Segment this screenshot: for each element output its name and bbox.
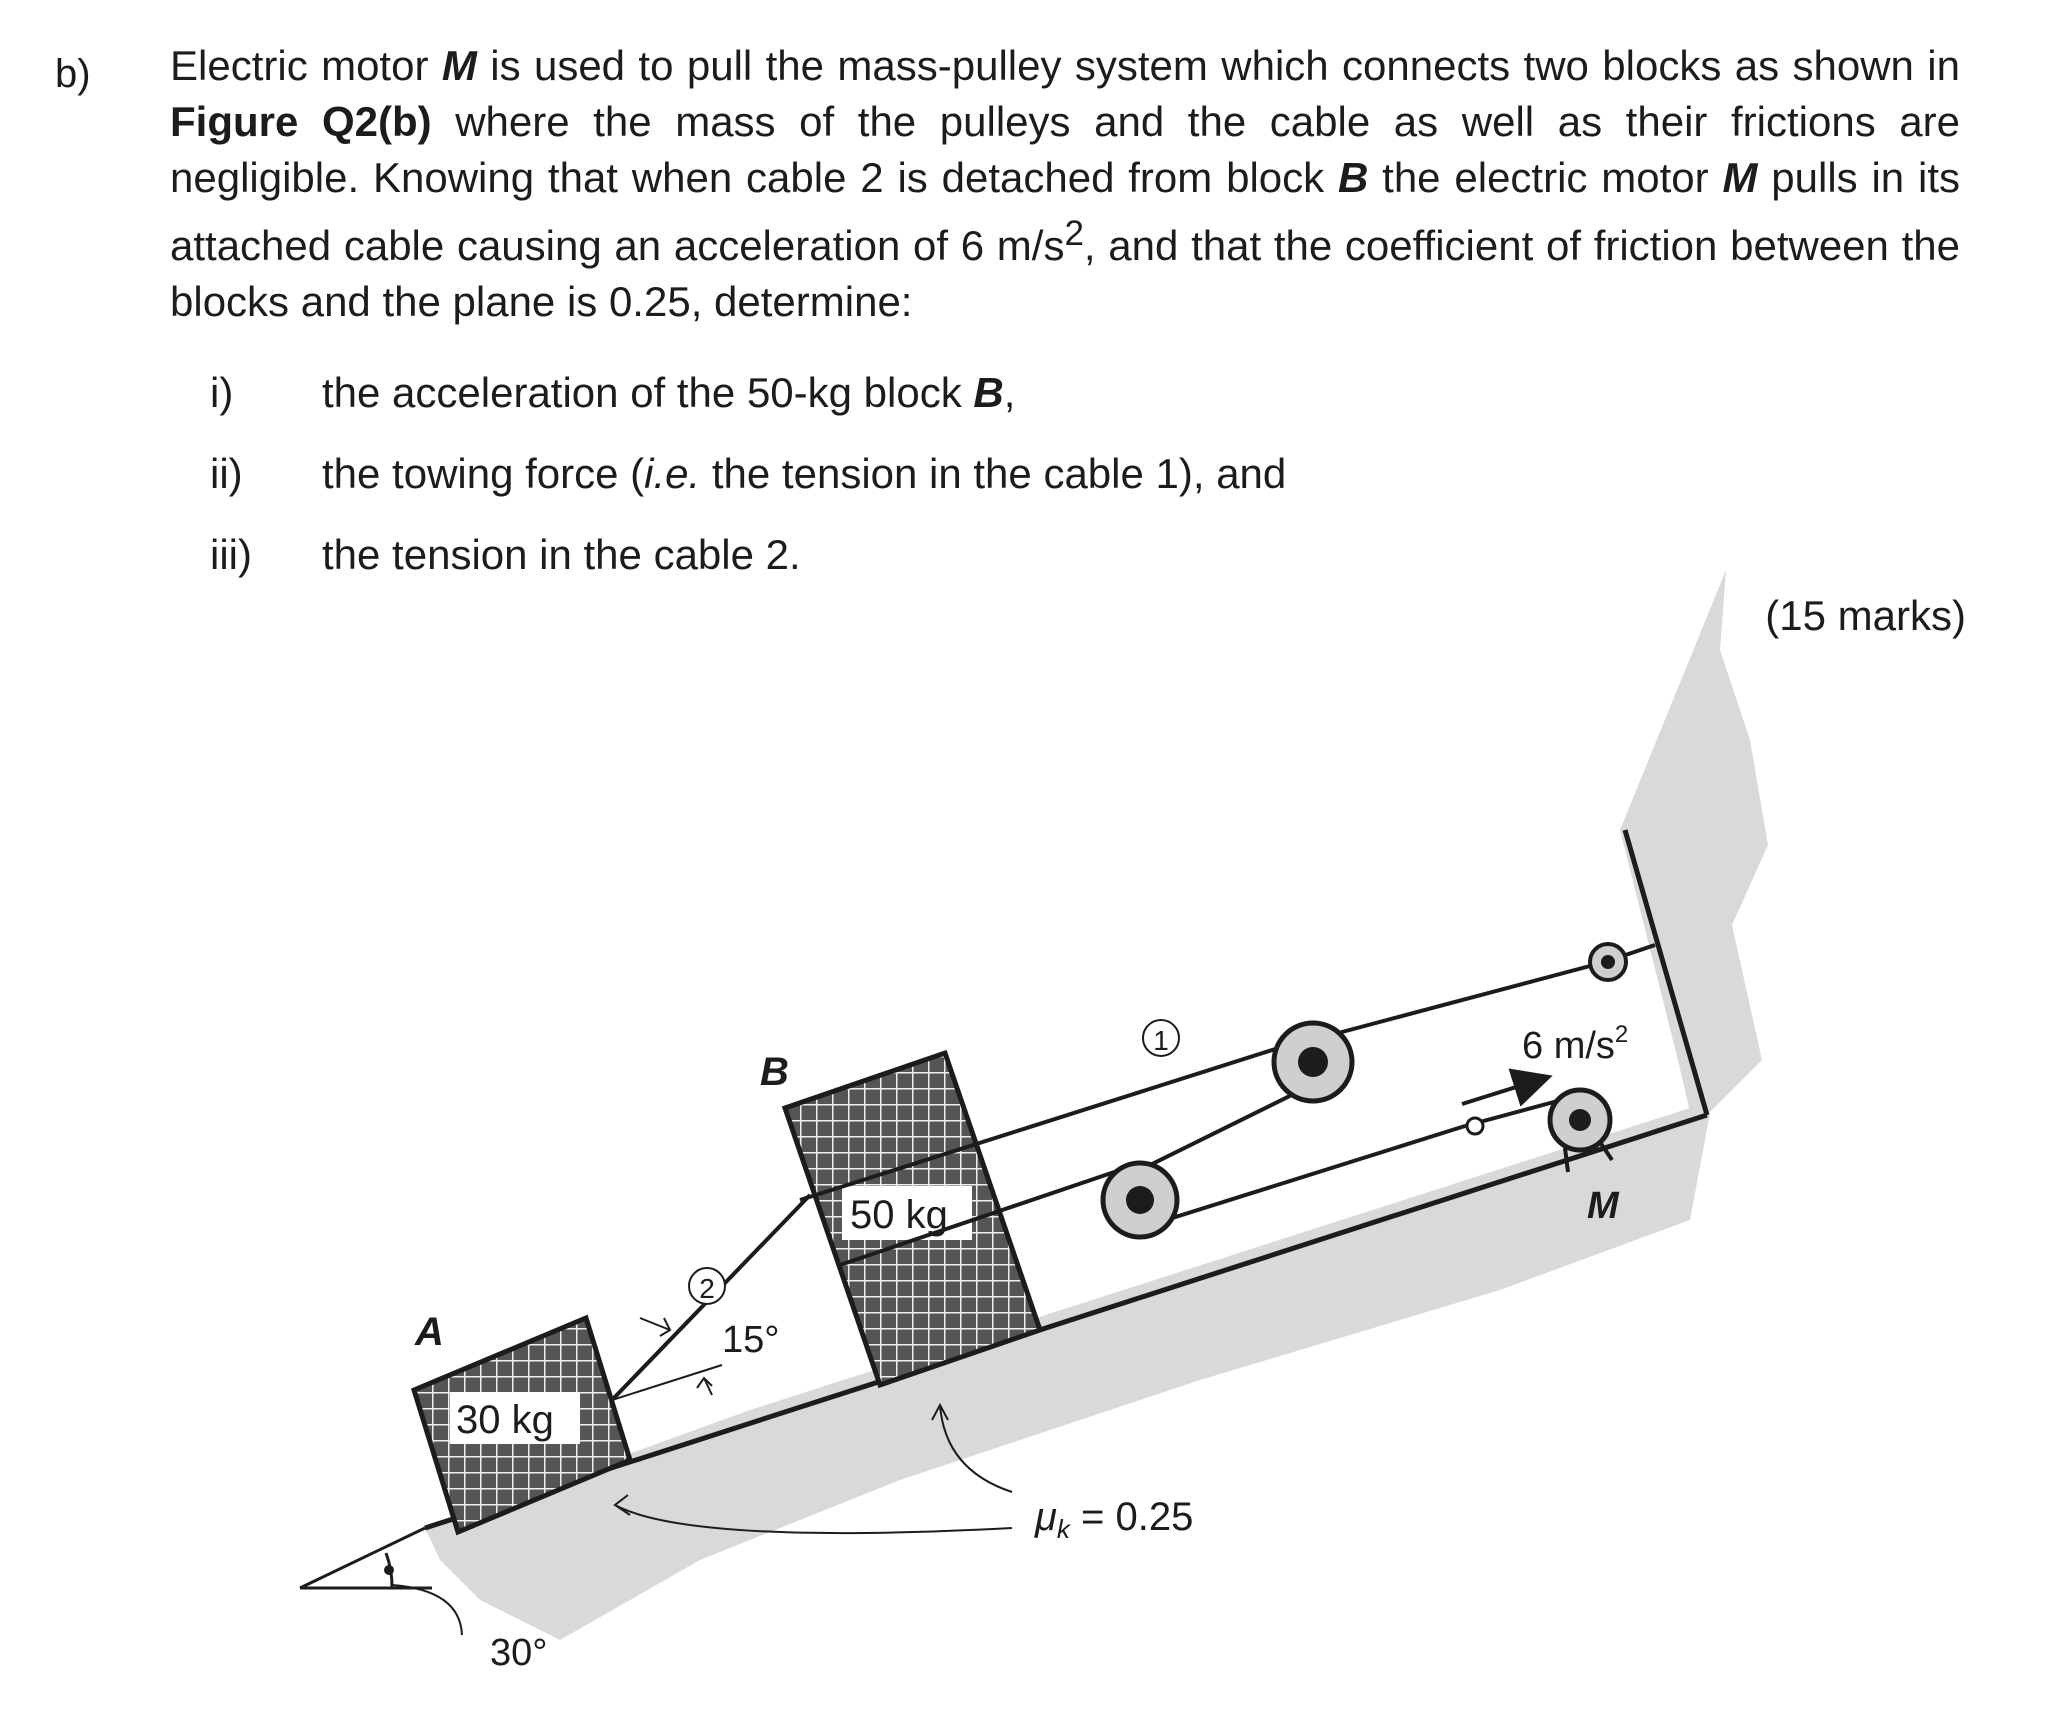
acceleration-arrow bbox=[1461, 1068, 1553, 1107]
acceleration-value: 6 m/s bbox=[1522, 1025, 1615, 1067]
incline-surface-line bbox=[424, 1112, 1708, 1531]
friction-leader-block-b-head bbox=[931, 1402, 949, 1421]
part-i-tail: , bbox=[1003, 369, 1016, 416]
ground-lower-fill bbox=[425, 1113, 1710, 1640]
intro-text-2: is used to pull the mass-pulley system w… bbox=[476, 42, 1960, 89]
motor-drum-hub bbox=[1569, 1109, 1591, 1131]
cable-angle-tick-lower bbox=[696, 1376, 713, 1396]
figure-reference: Figure Q2(b) bbox=[170, 98, 432, 145]
intro-text-5: pulls in its attached cable causing an a… bbox=[170, 154, 1960, 269]
part-i-body: the acceleration of the 50-kg block bbox=[322, 369, 974, 416]
cable-1-circle bbox=[1142, 1019, 1180, 1057]
cable-2-circle bbox=[688, 1267, 726, 1305]
part-ii-text: the towing force (i.e. the tension in th… bbox=[322, 446, 1286, 502]
wall-line bbox=[1622, 829, 1710, 1116]
part-iii-number: iii) bbox=[210, 531, 252, 578]
part-i-text: the acceleration of the 50-kg block B, bbox=[322, 365, 1015, 421]
part-ii-tail: the tension in the cable 1), and bbox=[700, 450, 1287, 497]
marks-label: (15 marks) bbox=[1765, 592, 1966, 639]
cable-to-anchor bbox=[1311, 960, 1606, 1042]
part-iii-body: the tension in the cable 2. bbox=[322, 531, 801, 578]
cable-connector bbox=[1465, 1116, 1485, 1136]
cable-angle-tick-upper bbox=[639, 1317, 672, 1337]
block-a-mass: 30 kg bbox=[456, 1398, 554, 1442]
part-ii-body: the towing force ( bbox=[322, 450, 645, 497]
incline-angle-label: 30° bbox=[490, 1632, 547, 1674]
pulley-upper-hub bbox=[1298, 1047, 1328, 1077]
friction-leader-block-a-head bbox=[613, 1494, 631, 1516]
part-ii-emph: i.e. bbox=[644, 450, 701, 497]
part-i-number: i) bbox=[210, 369, 234, 416]
angle-leg bbox=[299, 1526, 426, 1590]
friction-label: μk = 0.25 bbox=[1034, 1495, 1193, 1544]
cable-1-label: 1 bbox=[1153, 1025, 1169, 1056]
acceleration-label: 6 m/s2 bbox=[1522, 1021, 1628, 1067]
intro-text-6: , and that the coefficient of friction b… bbox=[170, 222, 1960, 325]
block-symbol: B bbox=[1337, 154, 1369, 201]
motor-mount-left bbox=[1563, 1147, 1570, 1173]
question-intro: Electric motor M is used to pull the mas… bbox=[170, 38, 1960, 330]
accel-superscript: 2 bbox=[1064, 214, 1084, 253]
cable-pulley-link-bottom bbox=[1149, 1124, 1466, 1227]
question-label: b) bbox=[55, 52, 91, 96]
motor-symbol-2: M bbox=[1722, 154, 1758, 201]
block-b-label: B bbox=[760, 1050, 789, 1094]
friction-subscript: k bbox=[1057, 1514, 1072, 1544]
cable-1-lower bbox=[839, 1163, 1136, 1267]
friction-mu: μ bbox=[1034, 1495, 1057, 1539]
cable-pulley-link-top bbox=[1139, 1083, 1313, 1172]
intro-text-4: the electric motor bbox=[1368, 154, 1723, 201]
motor-mount-right bbox=[1598, 1140, 1614, 1162]
cable-2-label: 2 bbox=[699, 1273, 715, 1304]
motor-symbol: M bbox=[441, 42, 477, 89]
acceleration-superscript: 2 bbox=[1615, 1021, 1628, 1048]
block-b-mass-box bbox=[842, 1186, 972, 1240]
part-i-emph: B bbox=[973, 369, 1004, 416]
part-iii-text: the tension in the cable 2. bbox=[322, 527, 801, 583]
angle-leader bbox=[391, 1584, 463, 1636]
part-ii-number: ii) bbox=[210, 450, 243, 497]
intro-text-3: where the mass of the pulleys and the ca… bbox=[170, 98, 1960, 201]
friction-value: = 0.25 bbox=[1070, 1495, 1193, 1539]
cable-angle-label: 15° bbox=[722, 1319, 779, 1361]
block-a-label: A bbox=[414, 1310, 444, 1354]
cable-2-reference bbox=[611, 1364, 723, 1401]
angle-dot bbox=[384, 1565, 394, 1575]
friction-leader-block-b bbox=[939, 1404, 1013, 1493]
cable-1-upper bbox=[799, 1036, 1311, 1202]
block-b-mass: 50 kg bbox=[850, 1193, 948, 1237]
intro-text-1: Electric motor bbox=[170, 42, 442, 89]
wall-anchor-hub bbox=[1601, 955, 1615, 969]
pulley-lower-hub bbox=[1126, 1186, 1154, 1214]
block-a-mass-box bbox=[450, 1392, 580, 1444]
motor-label: M bbox=[1587, 1185, 1620, 1227]
friction-leader-block-a bbox=[614, 1504, 1013, 1535]
